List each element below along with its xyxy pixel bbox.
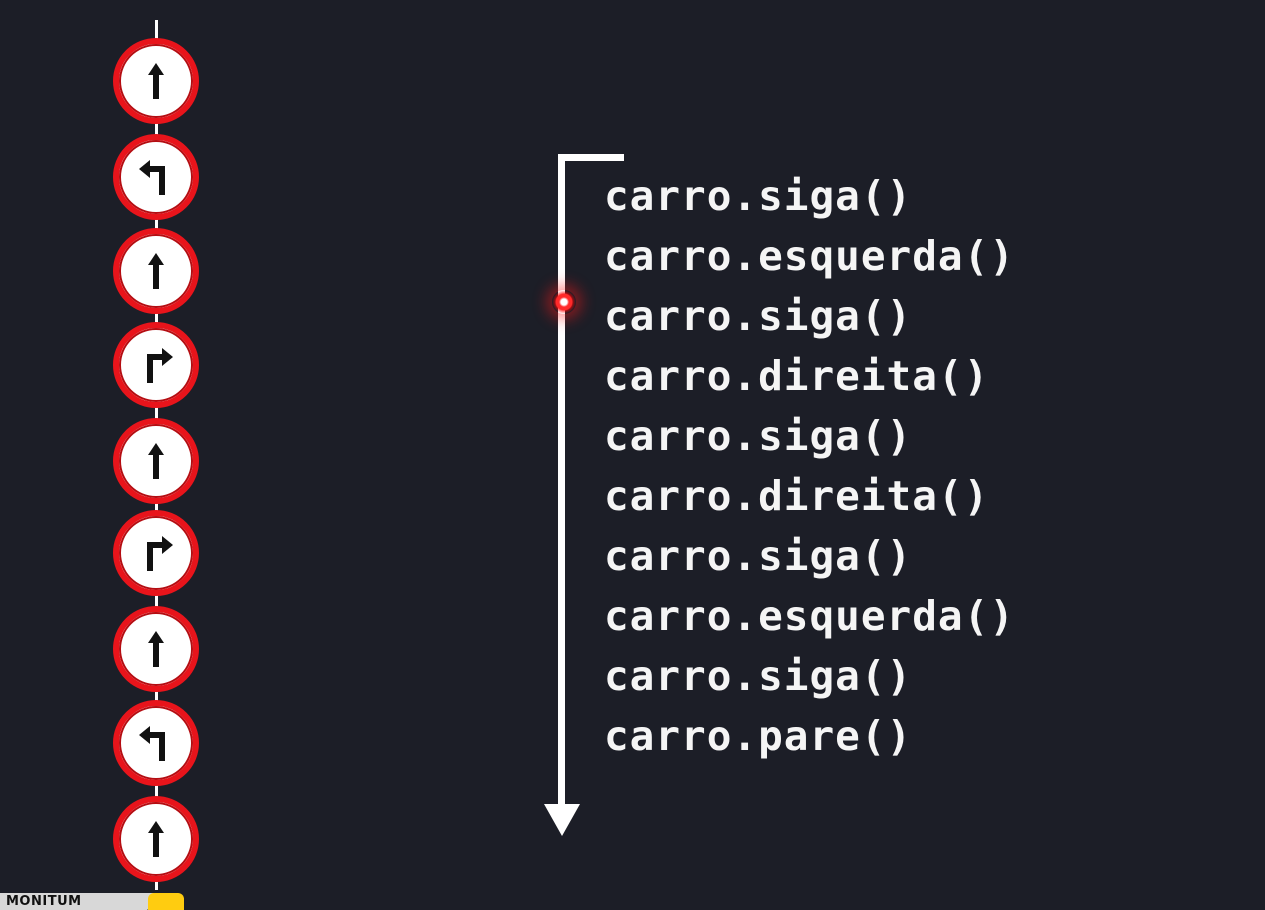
- road-sign-5: [113, 418, 199, 504]
- logo-mark-icon: [148, 893, 184, 910]
- code-line: carro.siga(): [604, 532, 913, 580]
- code-line: carro.siga(): [604, 172, 913, 220]
- straight-arrow-icon: [148, 443, 164, 479]
- code-line: carro.direita(): [604, 352, 990, 400]
- straight-arrow-icon: [148, 63, 164, 99]
- code-line: carro.direita(): [604, 472, 990, 520]
- road-sign-6: [113, 510, 199, 596]
- road-sign-7: [113, 606, 199, 692]
- code-line: carro.pare(): [604, 712, 913, 760]
- execution-flow-bracket: [558, 154, 624, 161]
- turn-left-arrow-icon: [139, 160, 165, 195]
- straight-arrow-icon: [148, 821, 164, 857]
- code-line: carro.siga(): [604, 412, 913, 460]
- execution-flow-line: [558, 154, 565, 808]
- pointer-cursor-icon: [552, 290, 576, 314]
- code-line: carro.siga(): [604, 292, 913, 340]
- road-sign-8: [113, 700, 199, 786]
- logo-badge: MONITUM: [0, 893, 160, 910]
- logo-text: MONITUM: [6, 894, 82, 909]
- code-block: carro.siga() carro.esquerda() carro.siga…: [604, 166, 1074, 766]
- road-sign-3: [113, 228, 199, 314]
- road-sign-9: [113, 796, 199, 882]
- road-sign-2: [113, 134, 199, 220]
- turn-right-arrow-icon: [147, 536, 173, 571]
- turn-right-arrow-icon: [147, 348, 173, 383]
- road-sign-4: [113, 322, 199, 408]
- code-line: carro.esquerda(): [604, 232, 1015, 280]
- straight-arrow-icon: [148, 631, 164, 667]
- turn-left-arrow-icon: [139, 726, 165, 761]
- straight-arrow-icon: [148, 253, 164, 289]
- road-sign-1: [113, 38, 199, 124]
- code-line: carro.siga(): [604, 652, 913, 700]
- code-line: carro.esquerda(): [604, 592, 1015, 640]
- down-arrow-icon: [544, 804, 580, 836]
